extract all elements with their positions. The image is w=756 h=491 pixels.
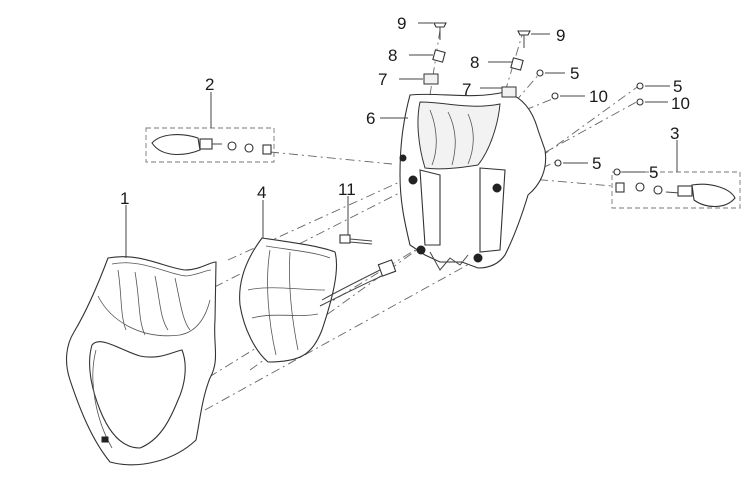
callout-5-right-top: 5 [673, 77, 682, 96]
callout-5-mid: 5 [592, 154, 601, 173]
bolt-11 [339, 234, 373, 245]
headlight-bracket [399, 91, 547, 271]
callout-11: 11 [338, 180, 356, 199]
hardware [423, 22, 644, 176]
callout-7-right: 7 [462, 80, 471, 99]
callout-4: 4 [257, 183, 266, 202]
callout-6: 6 [366, 109, 375, 128]
callout-2: 2 [205, 75, 214, 94]
callout-9-left: 9 [397, 14, 406, 33]
callout-10-mid: 10 [589, 87, 608, 106]
callout-1: 1 [120, 189, 129, 208]
callout-7-left: 7 [378, 70, 387, 89]
callout-5-top: 5 [570, 64, 579, 83]
headlight-mask [65, 256, 217, 466]
callout-10-right: 10 [671, 94, 690, 113]
turn-signal-left [145, 127, 275, 163]
callout-8-left: 8 [388, 46, 397, 65]
headlight-lens-unit [239, 237, 397, 363]
callout-9-right: 9 [556, 26, 565, 45]
leader-lines [125, 22, 678, 258]
turn-signal-right [611, 171, 741, 209]
callout-5-lower: 5 [649, 163, 658, 182]
callout-8-right: 8 [470, 53, 479, 72]
callout-3: 3 [670, 124, 679, 143]
callout-labels: 9 8 7 6 9 8 7 5 10 5 10 3 5 5 2 1 4 11 [120, 14, 690, 208]
